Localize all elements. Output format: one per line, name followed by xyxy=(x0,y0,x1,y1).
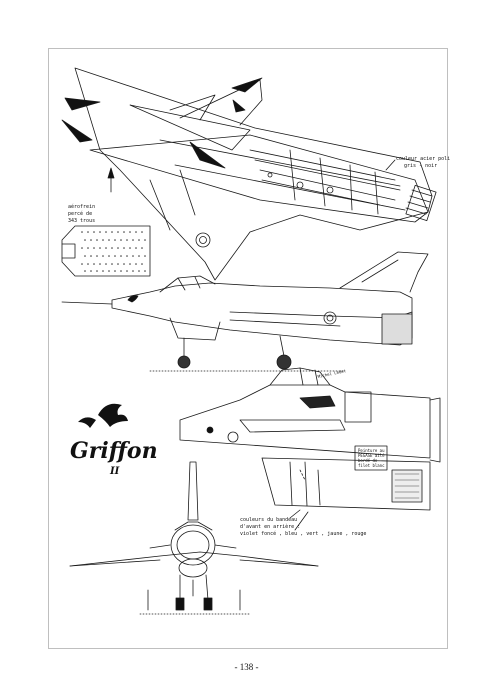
note-inset-2: PEGASE ailé xyxy=(358,453,385,458)
note-inset-1: Peinture au xyxy=(358,448,385,453)
page-number: - 138 - xyxy=(234,662,259,672)
page-frame xyxy=(48,48,448,649)
note-airbrake-2: percé de xyxy=(68,210,92,217)
side-view xyxy=(61,251,429,372)
logo-word: Griffon xyxy=(70,438,158,464)
note-top-right-1: couleur acier poli xyxy=(396,156,450,162)
note-bandeau-3: violet foncé , bleu , vert , jaune , rou… xyxy=(240,530,366,537)
note-inset-4: filet blanc xyxy=(358,463,385,468)
note-airbrake-1: aérofrein xyxy=(68,203,95,210)
note-inset-3: bordé de xyxy=(358,458,378,463)
signature: Michel Ledet xyxy=(317,368,347,379)
note-bandeau-2: d'avant en arrière : xyxy=(240,523,300,530)
logo-numeral: II xyxy=(109,466,120,477)
front-view xyxy=(69,461,319,615)
note-bandeau-1: couleurs du bandeau xyxy=(240,517,297,523)
airbrake-detail xyxy=(61,225,151,277)
note-airbrake-3: 343 trous xyxy=(68,218,95,224)
plan-view xyxy=(61,67,437,281)
griffon-logo xyxy=(78,403,128,428)
note-top-right-2: gris - noir xyxy=(404,163,437,169)
nose-detail xyxy=(179,367,441,531)
